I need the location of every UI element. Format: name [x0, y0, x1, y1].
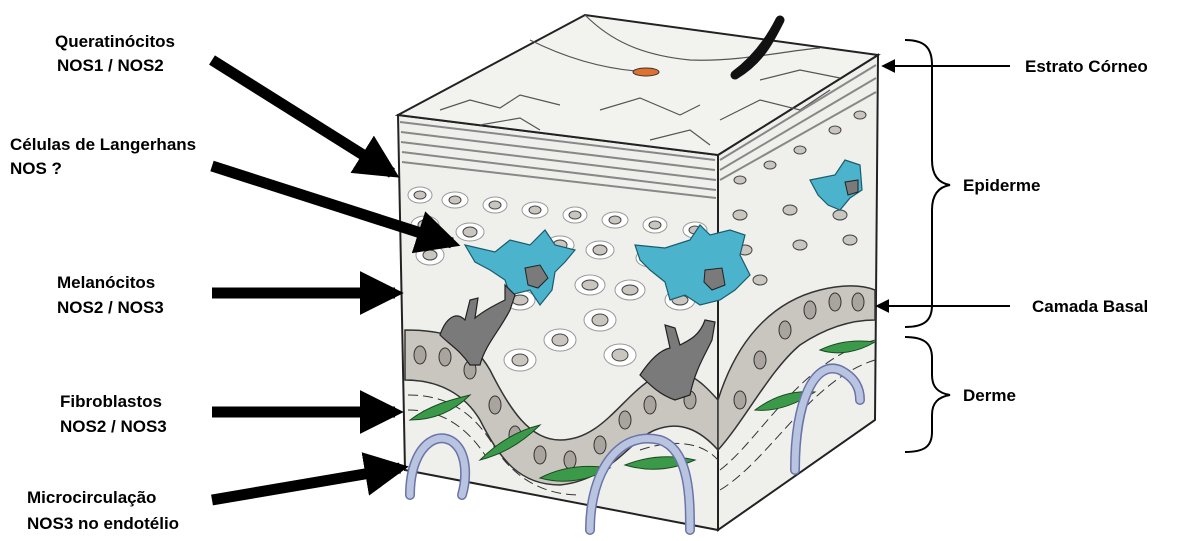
label-melanocitos-1: Melanócitos	[57, 273, 155, 292]
skin-block	[398, 15, 878, 530]
label-langerhans-1: Células de Langerhans	[10, 135, 196, 154]
label-microcirculacao-2: NOS3 no endotélio	[27, 514, 179, 533]
label-queratinocitos-1: Queratinócitos	[55, 32, 175, 51]
bracket-epiderme	[905, 40, 950, 327]
label-melanocitos-2: NOS2 / NOS3	[57, 298, 164, 317]
label-microcirculacao-1: Microcirculação	[27, 488, 156, 507]
label-langerhans-2: NOS ?	[10, 159, 62, 178]
bracket-derme	[905, 337, 950, 452]
label-camada-basal: Camada Basal	[1032, 297, 1148, 316]
pore	[633, 68, 659, 76]
label-fibroblastos-2: NOS2 / NOS3	[60, 417, 167, 436]
label-epiderme: Epiderme	[963, 176, 1040, 195]
label-estrato-corneo: Estrato Córneo	[1025, 57, 1148, 76]
arrow-microcirculacao	[212, 468, 400, 500]
arrow-queratinocitos	[212, 60, 392, 173]
label-queratinocitos-2: NOS1 / NOS2	[57, 56, 164, 75]
label-derme: Derme	[963, 386, 1016, 405]
label-fibroblastos-1: Fibroblastos	[60, 392, 162, 411]
